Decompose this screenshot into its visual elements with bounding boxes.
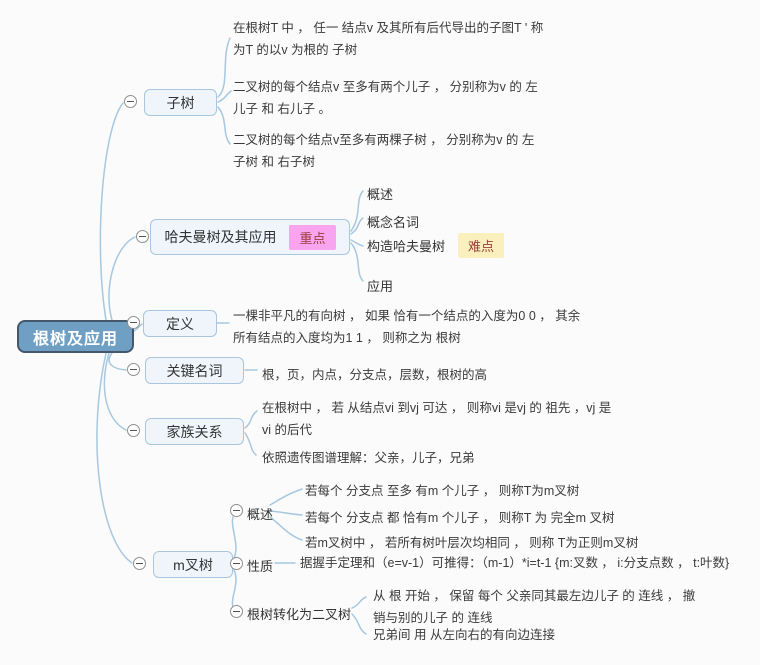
important-badge: 重点: [289, 224, 336, 250]
note-text[interactable]: 若每个 分支点 至多 有m 个儿子 ， 则称T为m叉树: [305, 484, 580, 498]
branch-label: 关键名词: [166, 362, 223, 379]
note-text[interactable]: 一棵非平凡的有向树 ， 如果 恰有一个结点的入度为0 0 ， 其余 所有结点的入…: [233, 309, 581, 345]
collapse-icon[interactable]: [127, 424, 140, 437]
note-text[interactable]: 从 根 开始 ， 保留 每个 父亲同其最左边儿子 的 连线 ， 撤 销与别的儿子…: [373, 589, 696, 625]
branch-node-mtree[interactable]: m叉树: [153, 551, 233, 578]
note-text[interactable]: 若m叉树中 ， 若所有树叶层次均相同 ， 则称 T为正则m叉树: [305, 536, 639, 550]
note-text[interactable]: 若每个 分支点 都 恰有m 个儿子 ， 则称T 为 完全m 叉树: [305, 511, 615, 525]
subtopic-row[interactable]: 构造哈夫曼树 难点: [367, 233, 505, 258]
note-text[interactable]: 据握手定理和（e=v-1）可推得：（m-1）*i=t-1 {m:叉数 ， i:分…: [300, 556, 730, 570]
note-text[interactable]: 兄弟间 用 从左向右的有向边连接: [373, 628, 555, 642]
root-node[interactable]: 根树及应用: [17, 320, 134, 353]
branch-label: 家族关系: [166, 423, 223, 440]
collapse-icon[interactable]: [230, 504, 243, 517]
branch-label: 定义: [166, 315, 194, 332]
collapse-icon[interactable]: [127, 363, 140, 376]
note-text[interactable]: 根，页，内点，分支点，层数，根树的高: [262, 368, 488, 382]
collapse-icon[interactable]: [133, 557, 146, 570]
branch-node-definition[interactable]: 定义: [143, 310, 217, 337]
note-text[interactable]: 二叉树的每个结点v 至多有两个儿子 ， 分别称为v 的 左 儿子 和 右儿子 。: [233, 80, 538, 116]
branch-node-family[interactable]: 家族关系: [145, 418, 244, 445]
note-text[interactable]: 在根树T 中 ， 任一 结点v 及其所有后代导出的子图T ' 称 为T 的以v …: [233, 21, 544, 57]
branch-node-huffman[interactable]: 哈夫曼树及其应用 重点: [150, 219, 350, 255]
collapse-icon[interactable]: [127, 316, 140, 329]
collapse-icon[interactable]: [136, 230, 149, 243]
branch-label: 哈夫曼树及其应用: [164, 229, 277, 245]
subtopic-label[interactable]: 根树转化为二叉树: [247, 607, 352, 622]
root-label: 根树及应用: [32, 330, 118, 348]
branch-label: m叉树: [173, 556, 213, 573]
collapse-icon[interactable]: [124, 95, 137, 108]
difficult-badge: 难点: [458, 233, 505, 258]
branch-node-keywords[interactable]: 关键名词: [145, 357, 244, 384]
branch-node-subtree[interactable]: 子树: [144, 89, 217, 116]
subtopic-label[interactable]: 概念名词: [367, 215, 420, 230]
subtopic-label: 构造哈夫曼树: [367, 239, 446, 254]
subtopic-label[interactable]: 应用: [367, 279, 394, 294]
branch-label: 子树: [166, 94, 195, 111]
note-text[interactable]: 在根树中 ， 若 从结点vi 到vj 可达 ， 则称vi 是vj 的 祖先 ，v…: [262, 401, 612, 437]
subtopic-label[interactable]: 概述: [367, 187, 394, 202]
collapse-icon[interactable]: [230, 557, 243, 570]
subtopic-label[interactable]: 概述: [247, 507, 274, 522]
note-text[interactable]: 依照遗传图谱理解：父亲，儿子，兄弟: [262, 451, 475, 465]
note-text[interactable]: 二叉树的每个结点v至多有两棵子树 ， 分别称为v 的 左 子树 和 右子树: [233, 133, 535, 169]
collapse-icon[interactable]: [230, 605, 243, 618]
subtopic-label[interactable]: 性质: [247, 559, 274, 574]
